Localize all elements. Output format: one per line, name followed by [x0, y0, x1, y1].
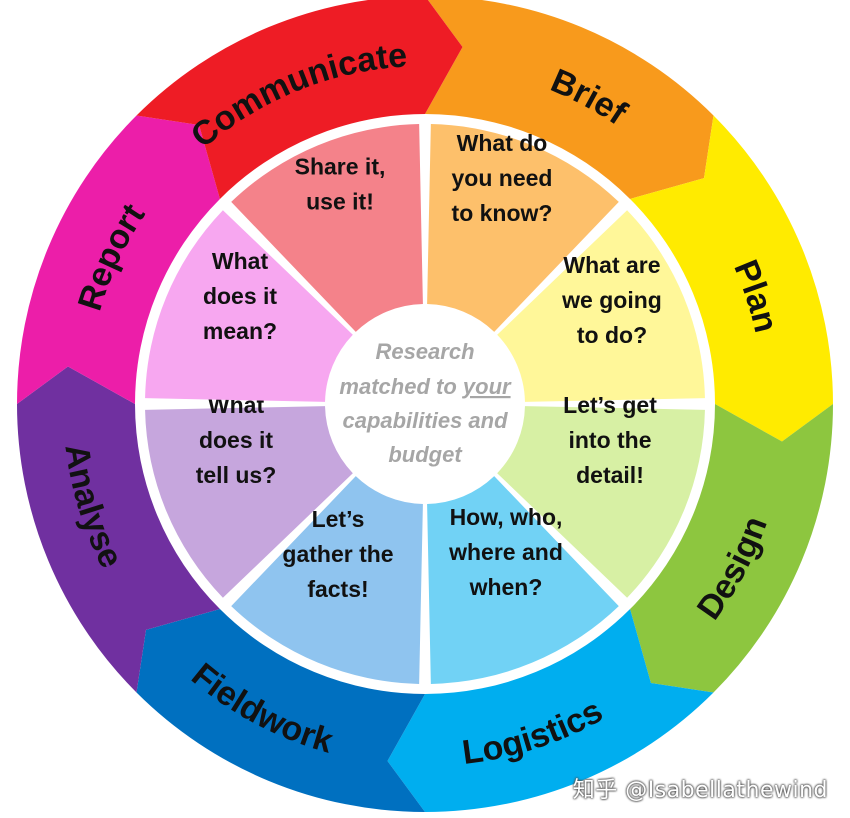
question-3-line-2: into the [568, 427, 651, 453]
question-segment-4 [427, 476, 619, 684]
question-segment-1 [427, 124, 619, 332]
question-1-line-3: to know? [452, 200, 553, 226]
question-segment-5 [231, 476, 423, 684]
question-3-line-3: detail! [576, 462, 644, 488]
stage-arrow-report [17, 115, 220, 404]
question-segment-8 [231, 124, 423, 332]
question-segment-7 [145, 210, 353, 402]
question-5-line-1: Let’s [312, 506, 365, 532]
stage-arrow-plan [630, 115, 833, 442]
question-4-line-3: when? [469, 574, 543, 600]
center-line-2-emphasis: your [462, 374, 512, 399]
question-2-line-2: we going [561, 287, 662, 313]
question-7-line-1: What [212, 248, 269, 274]
question-1-line-2: you need [452, 165, 553, 191]
question-4-line-2: where and [448, 539, 563, 565]
stage-arrow-design [630, 404, 833, 693]
question-5-line-3: facts! [307, 576, 368, 602]
question-4-line-1: How, who, [450, 504, 563, 530]
question-3-line-1: Let’s get [563, 392, 657, 418]
outer-stage-ring: BriefPlanDesignLogisticsFieldworkAnalyse… [17, 0, 833, 812]
question-2-line-1: What are [563, 252, 660, 278]
question-6-line-2: does it [199, 427, 273, 453]
question-segment-3 [497, 406, 705, 598]
question-segment-6 [145, 406, 353, 598]
question-segment-2 [497, 210, 705, 402]
question-6-line-3: tell us? [196, 462, 277, 488]
question-2-line-3: to do? [577, 322, 647, 348]
stage-arrow-fieldwork [136, 609, 425, 812]
question-1-line-1: What do [457, 130, 548, 156]
center-line-2: matched to your [339, 374, 512, 399]
stage-arrow-communicate [136, 0, 463, 199]
center-line-1: Research [375, 339, 474, 364]
center-hub: Research matched to your capabilities an… [326, 305, 524, 503]
center-line-2-prefix: matched to [339, 374, 462, 399]
stage-arrow-analyse [17, 366, 220, 693]
center-line-3: capabilities and [342, 408, 508, 433]
watermark-text: 知乎 @Isabellathewind [572, 778, 828, 803]
stage-arrow-brief [425, 0, 714, 199]
question-5-line-2: gather the [282, 541, 393, 567]
center-circle [326, 305, 524, 503]
question-7-line-2: does it [203, 283, 277, 309]
question-8-line-2: use it! [306, 189, 374, 215]
question-7-line-3: mean? [203, 318, 277, 344]
stage-arrow-logistics [387, 609, 714, 812]
center-line-4: budget [388, 442, 463, 467]
question-8-line-1: Share it, [295, 154, 386, 180]
